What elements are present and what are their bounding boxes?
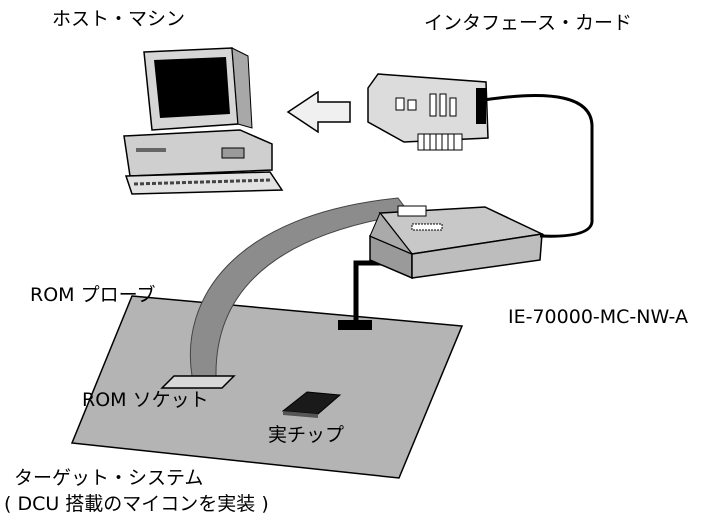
host-computer — [123, 47, 284, 195]
rom-socket — [160, 375, 236, 389]
rom-probe-label: ROM プローブ — [30, 284, 156, 306]
interface-cable — [483, 94, 594, 238]
left-arrow-icon — [286, 90, 351, 134]
interface-card — [367, 73, 489, 151]
emulator-unit — [369, 205, 545, 280]
target-system-note: ( DCU 搭載のマイコンを実装 ) — [4, 493, 269, 515]
host-machine-label: ホスト・マシン — [52, 8, 186, 30]
emulator-model-label: IE-70000-MC-NW-A — [508, 306, 688, 328]
real-chip — [281, 391, 342, 418]
target-system-label: ターゲット・システム — [14, 467, 204, 489]
interface-card-label: インタフェース・カード — [424, 12, 633, 34]
real-chip-label: 実チップ — [268, 424, 345, 446]
rom-socket-label: ROM ソケット — [82, 389, 209, 411]
target-system-board — [70, 295, 464, 479]
